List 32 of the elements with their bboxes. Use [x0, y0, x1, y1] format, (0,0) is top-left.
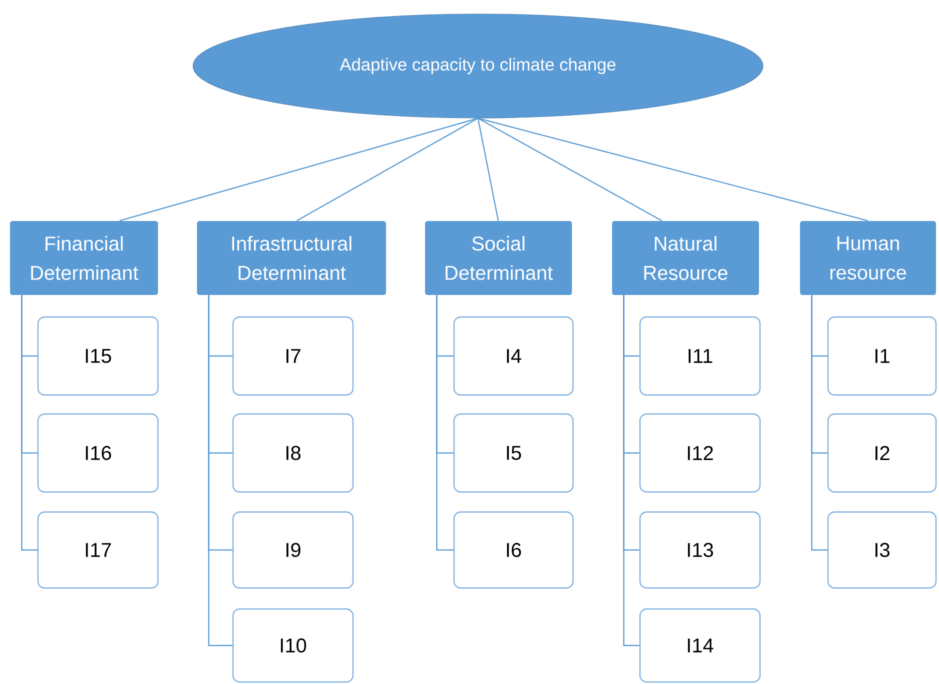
connector	[478, 118, 662, 222]
connector	[811, 295, 828, 551]
indicator-box: I15	[37, 316, 159, 396]
indicator-box: I17	[37, 511, 159, 589]
category-box: Natural Resource	[612, 221, 759, 295]
category-box: Social Determinant	[425, 221, 572, 295]
indicator-box: I5	[453, 413, 574, 493]
indicator-box: I10	[232, 608, 354, 683]
connector	[120, 118, 478, 222]
indicator-box: I9	[232, 511, 354, 589]
connector	[623, 295, 640, 646]
connector	[21, 295, 38, 551]
indicator-box: I14	[639, 608, 761, 683]
connector	[478, 118, 868, 222]
connector	[436, 295, 454, 551]
connector	[477, 118, 499, 221]
indicator-box: I12	[639, 413, 761, 493]
indicator-box: I4	[453, 316, 574, 396]
connector	[208, 295, 232, 646]
indicator-box: I3	[827, 511, 937, 589]
indicator-box: I8	[232, 413, 354, 493]
category-box: Human resource	[800, 221, 936, 295]
indicator-box: I7	[232, 316, 354, 396]
indicator-box: I1	[827, 316, 937, 396]
connector	[296, 118, 478, 222]
indicator-box: I13	[639, 511, 761, 589]
category-box: Infrastructural Determinant	[196, 221, 386, 295]
indicator-box: I16	[37, 413, 159, 493]
indicator-box: I2	[827, 413, 937, 493]
category-box: Financial Determinant	[10, 221, 158, 295]
indicator-box: I11	[639, 316, 761, 396]
indicator-box: I6	[453, 511, 574, 589]
